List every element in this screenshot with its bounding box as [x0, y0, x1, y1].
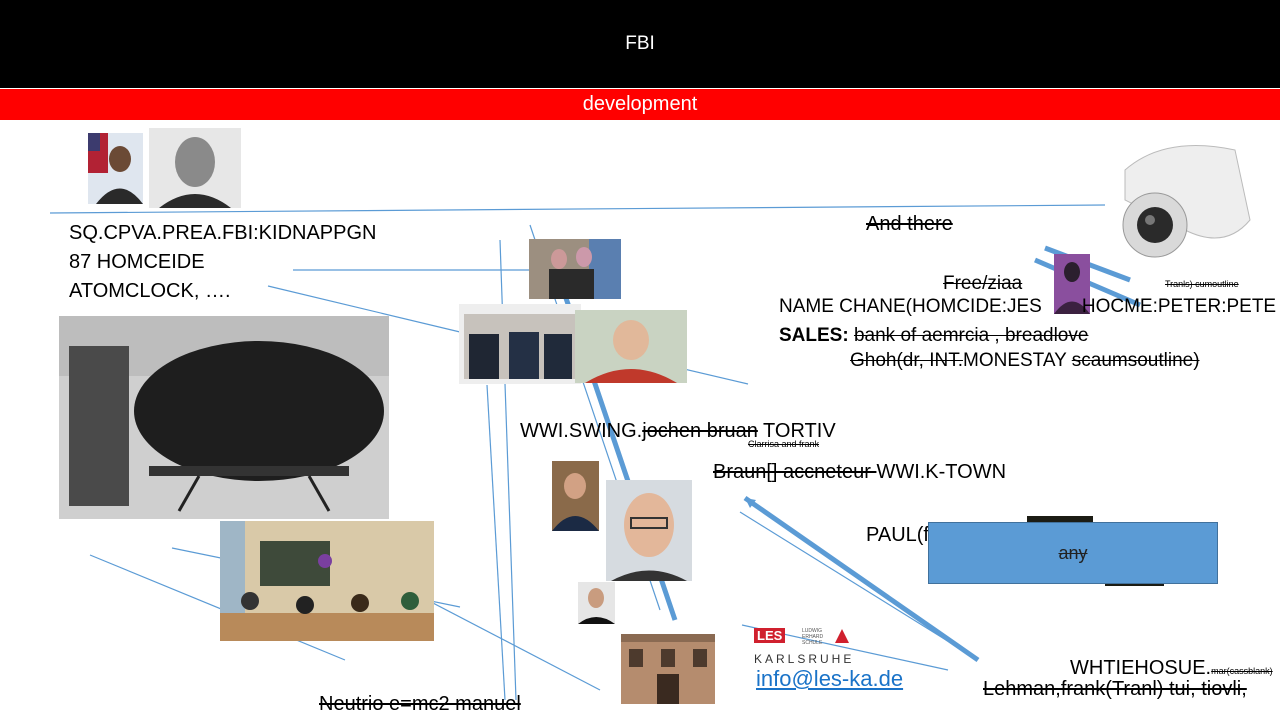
- atomclock-line: ATOMCLOCK, ….: [69, 280, 231, 302]
- lehman-line: Lehman,frank(Tranl) tui, tiovli,: [983, 678, 1247, 701]
- ghoh-line: Ghoh(dr, INT.MONESTAY scaumsoutline): [850, 350, 1200, 372]
- paul-line: PAUL(f: [866, 524, 929, 546]
- wwi-strike: jochen bruan: [642, 420, 758, 442]
- wwi-swing-line: WWI.SWING.jochen bruan TORTIV: [520, 420, 836, 443]
- tranls-note: Tranls) cumoutline: [1165, 279, 1239, 289]
- clarissa-note: Clarrisa and frank: [748, 439, 820, 449]
- portrait-photo: [1054, 254, 1090, 314]
- wwi-prefix: WWI.SWING.: [520, 420, 643, 442]
- atom-bomb-photo: [59, 316, 389, 519]
- neutrio-line: Neutrio e=mc2 manuel: [319, 693, 521, 715]
- connector-line: [267, 285, 461, 333]
- ghoh-strike: Ghoh(dr, INT.: [850, 350, 963, 371]
- header-title: FBI: [625, 33, 655, 54]
- development-banner: development: [0, 89, 1280, 120]
- name-change-text: NAME CHANE(HOMCIDE:JES: [779, 296, 1042, 317]
- classroom-photo: [220, 521, 434, 641]
- portrait-photo: [578, 582, 615, 624]
- les-logo-mark: LES: [754, 628, 786, 643]
- ghoh-mid: MONESTAY: [963, 350, 1072, 371]
- les-logo-city: KARLSRUHE: [754, 652, 855, 666]
- sales-line: SALES: bank of aemrcia , breadlove: [779, 325, 1088, 347]
- connector-line-thick: [743, 495, 980, 663]
- whitehouse-small: mar(cassblank): [1211, 666, 1273, 676]
- connector-line: [486, 384, 506, 701]
- any-label: any: [1058, 542, 1088, 563]
- logo-sub-1: LUDWIG: [802, 628, 822, 634]
- whitehouse-line: WHTIEHOSUE.mar(cassblank): [1070, 657, 1273, 680]
- building-photo: [621, 634, 715, 704]
- portrait-photo: [606, 480, 692, 581]
- banner-label: development: [582, 93, 698, 115]
- any-box: any: [928, 522, 1218, 584]
- sales-label: SALES:: [779, 325, 849, 346]
- connector-line: [49, 204, 1106, 214]
- homicide-line: 87 HOMCEIDE: [69, 251, 205, 273]
- email-link[interactable]: info@les-ka.de: [756, 666, 904, 691]
- free-ziaa-line: Free/ziaa: [943, 273, 1023, 294]
- logo-sub-2: ERHARD: [802, 634, 824, 640]
- name-change-text-2: HOCME:PETER:PETE: [1081, 296, 1277, 317]
- whitehouse-text: WHTIEHOSUE.: [1070, 657, 1212, 679]
- name-change-line: NAME CHANE(HOMCIDE:JES HOCME:PETER:PETE: [779, 296, 1276, 318]
- dark-photo: [1027, 516, 1093, 524]
- les-logo: LES LUDWIG ERHARD SCHULE KARLSRUHE: [754, 628, 851, 666]
- portrait-photo: [575, 310, 687, 383]
- braun-strike: Braun[] accneteur: [713, 461, 877, 483]
- braun-line: Braun[] accneteur WWI.K-TOWN: [713, 461, 1006, 484]
- lehman-text: Lehman,frank(Tranl) tui, tiovli,: [983, 678, 1247, 700]
- les-logo-subtitle: LUDWIG ERHARD SCHULE: [802, 628, 823, 646]
- portrait-photo: [552, 461, 599, 531]
- sales-strike: bank of aemrcia , breadlove: [853, 325, 1089, 346]
- portrait-photo: [149, 128, 241, 208]
- logo-triangle-icon: [835, 629, 849, 643]
- group-photo: [529, 239, 621, 299]
- header-bar: FBI: [0, 0, 1280, 88]
- les-logo-brand: LES: [754, 628, 786, 643]
- and-there-line: And there: [866, 213, 953, 235]
- wwi-suffix: TORTIV: [757, 420, 836, 442]
- ghoh-strike-2: scaumsoutline): [1071, 350, 1200, 371]
- portrait-photo: [88, 133, 143, 204]
- braun-suffix: WWI.K-TOWN: [876, 461, 1007, 483]
- logo-sub-3: SCHULE: [802, 640, 823, 646]
- group-photo: [459, 304, 581, 384]
- security-camera-icon: [1105, 130, 1255, 260]
- kidnapping-line: SQ.CPVA.PREA.FBI:KIDNAPPGN: [69, 222, 377, 244]
- connector-line: [89, 554, 346, 661]
